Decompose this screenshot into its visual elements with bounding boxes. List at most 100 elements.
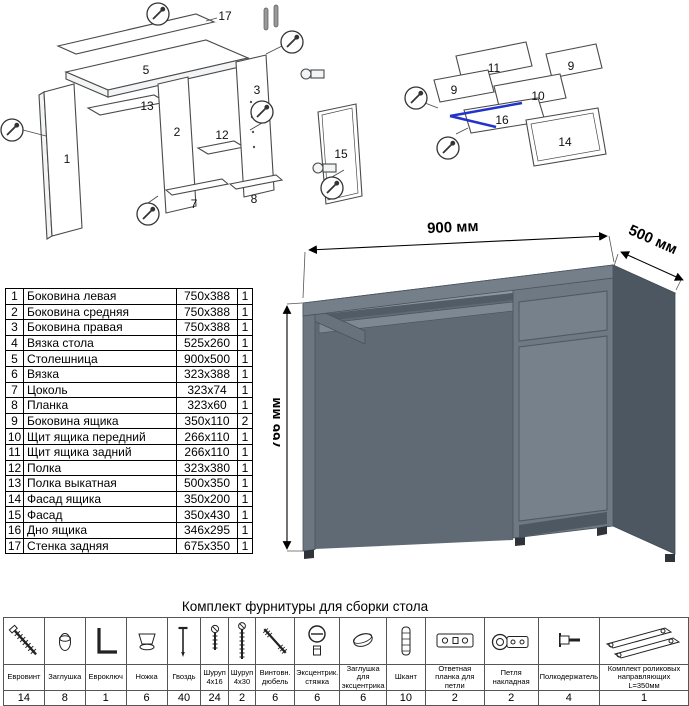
hardware-label: Заглушка	[43, 663, 86, 692]
part-drawer-side-9-right	[545, 43, 603, 79]
desk-open-bay	[315, 293, 513, 549]
callout-9-left: 9	[451, 83, 458, 97]
part-drawer-side-9-left	[433, 69, 495, 103]
desk-tabletop-front-edge	[302, 264, 614, 317]
hardware-label: Евроключ	[84, 663, 127, 692]
part-size: 350x110	[176, 412, 238, 430]
part-size: 266x110	[176, 428, 238, 445]
part-plinth-7	[164, 178, 230, 196]
callout-10: 10	[531, 89, 545, 103]
part-size: 750x388	[176, 319, 238, 336]
part-qty: 1	[237, 443, 253, 461]
hardware-icon-cell	[386, 617, 426, 665]
part-size: 323x388	[176, 365, 238, 383]
hardware-qty: 4	[537, 690, 601, 706]
part-qty: 1	[237, 381, 253, 399]
part-size: 346x295	[176, 521, 238, 539]
dimension-line-width	[308, 231, 608, 255]
part-name: Планка	[23, 397, 177, 414]
hardware-labels-row: Евровинт Заглушка Евроключ Ножка Гвоздь …	[3, 663, 689, 692]
hardware-label: Ножка	[125, 663, 168, 692]
part-size: 350x430	[176, 506, 238, 523]
part-back-wall-17	[56, 13, 216, 55]
hardware-icon-cell	[3, 617, 45, 665]
leader	[455, 127, 469, 135]
screw-4x30-icon	[238, 622, 246, 659]
hardware-qty: 14	[3, 690, 45, 706]
desk-bay-shadow	[315, 293, 513, 322]
part-name: Щит ящика передний	[23, 428, 177, 445]
callout-8: 8	[251, 192, 258, 206]
cam-lock-icon	[308, 625, 326, 656]
leader	[22, 129, 47, 137]
part-number: 1	[5, 288, 24, 305]
shelf-hole	[252, 145, 256, 149]
part-qty: 1	[237, 490, 253, 508]
part-drawer-facade-14	[525, 107, 607, 167]
part-qty: 1	[237, 537, 253, 555]
part-number: 4	[5, 334, 24, 352]
euro-screw-icon	[8, 624, 37, 656]
leader	[147, 195, 159, 204]
leader	[331, 169, 345, 178]
desk-door-front	[518, 335, 608, 522]
desk-drawer-front	[518, 290, 608, 342]
part-size: 750x388	[176, 288, 238, 305]
desk-plinth	[519, 512, 607, 537]
part-qty: 2	[237, 412, 253, 430]
callout-7: 7	[191, 197, 198, 211]
hardware-icon-cell	[483, 617, 539, 665]
leg-icon	[137, 633, 156, 651]
part-middle-side-2	[157, 76, 197, 214]
callout-2: 2	[174, 125, 181, 139]
hardware-qty: 6	[294, 690, 341, 706]
shelf-hole	[249, 100, 253, 104]
callout-5: 5	[143, 63, 150, 77]
part-number: 13	[5, 475, 24, 492]
callout-16: 16	[495, 113, 509, 127]
part-strip-8	[228, 174, 284, 190]
hinge-icon	[300, 68, 325, 80]
part-name: Дно ящика	[23, 521, 177, 539]
desk-foot	[515, 537, 525, 546]
dimension-height-label: 766 мм	[273, 397, 284, 448]
part-number: 8	[5, 397, 24, 414]
screw-callout-icon	[436, 136, 460, 160]
part-qty: 1	[237, 365, 253, 383]
hardware-icon-cell	[166, 617, 202, 665]
hardware-label: Гвоздь	[166, 663, 202, 692]
callout-3: 3	[254, 83, 261, 97]
part-name: Фасад ящика	[23, 490, 177, 508]
hinge-plate-icon	[436, 633, 474, 648]
part-qty: 1	[237, 475, 253, 492]
part-number: 7	[5, 381, 24, 399]
part-number: 5	[5, 350, 24, 367]
extension-line	[302, 251, 306, 299]
hardware-qty: 8	[43, 690, 86, 706]
part-drawer-back-11	[455, 41, 533, 81]
part-name: Столешница	[23, 350, 177, 367]
part-number: 6	[5, 365, 24, 383]
part-qty: 1	[237, 459, 253, 477]
hardware-icon-cell	[43, 617, 86, 665]
callout-14: 14	[558, 135, 572, 149]
cam-cap-icon	[352, 633, 373, 647]
desk-foot	[597, 526, 607, 536]
hardware-label: Шуруп 4x30	[227, 663, 257, 692]
desk-foot	[665, 554, 675, 562]
hardware-label: Полкодержатель	[537, 663, 601, 692]
screw-callout-icon	[146, 2, 170, 26]
part-size: 675x350	[176, 537, 238, 555]
hardware-label: Шкант	[386, 663, 426, 692]
hardware-qty: 6	[255, 690, 296, 706]
part-name: Вязка стола	[23, 334, 177, 352]
hardware-qty: 2	[483, 690, 539, 706]
hardware-icon-cell	[84, 617, 127, 665]
